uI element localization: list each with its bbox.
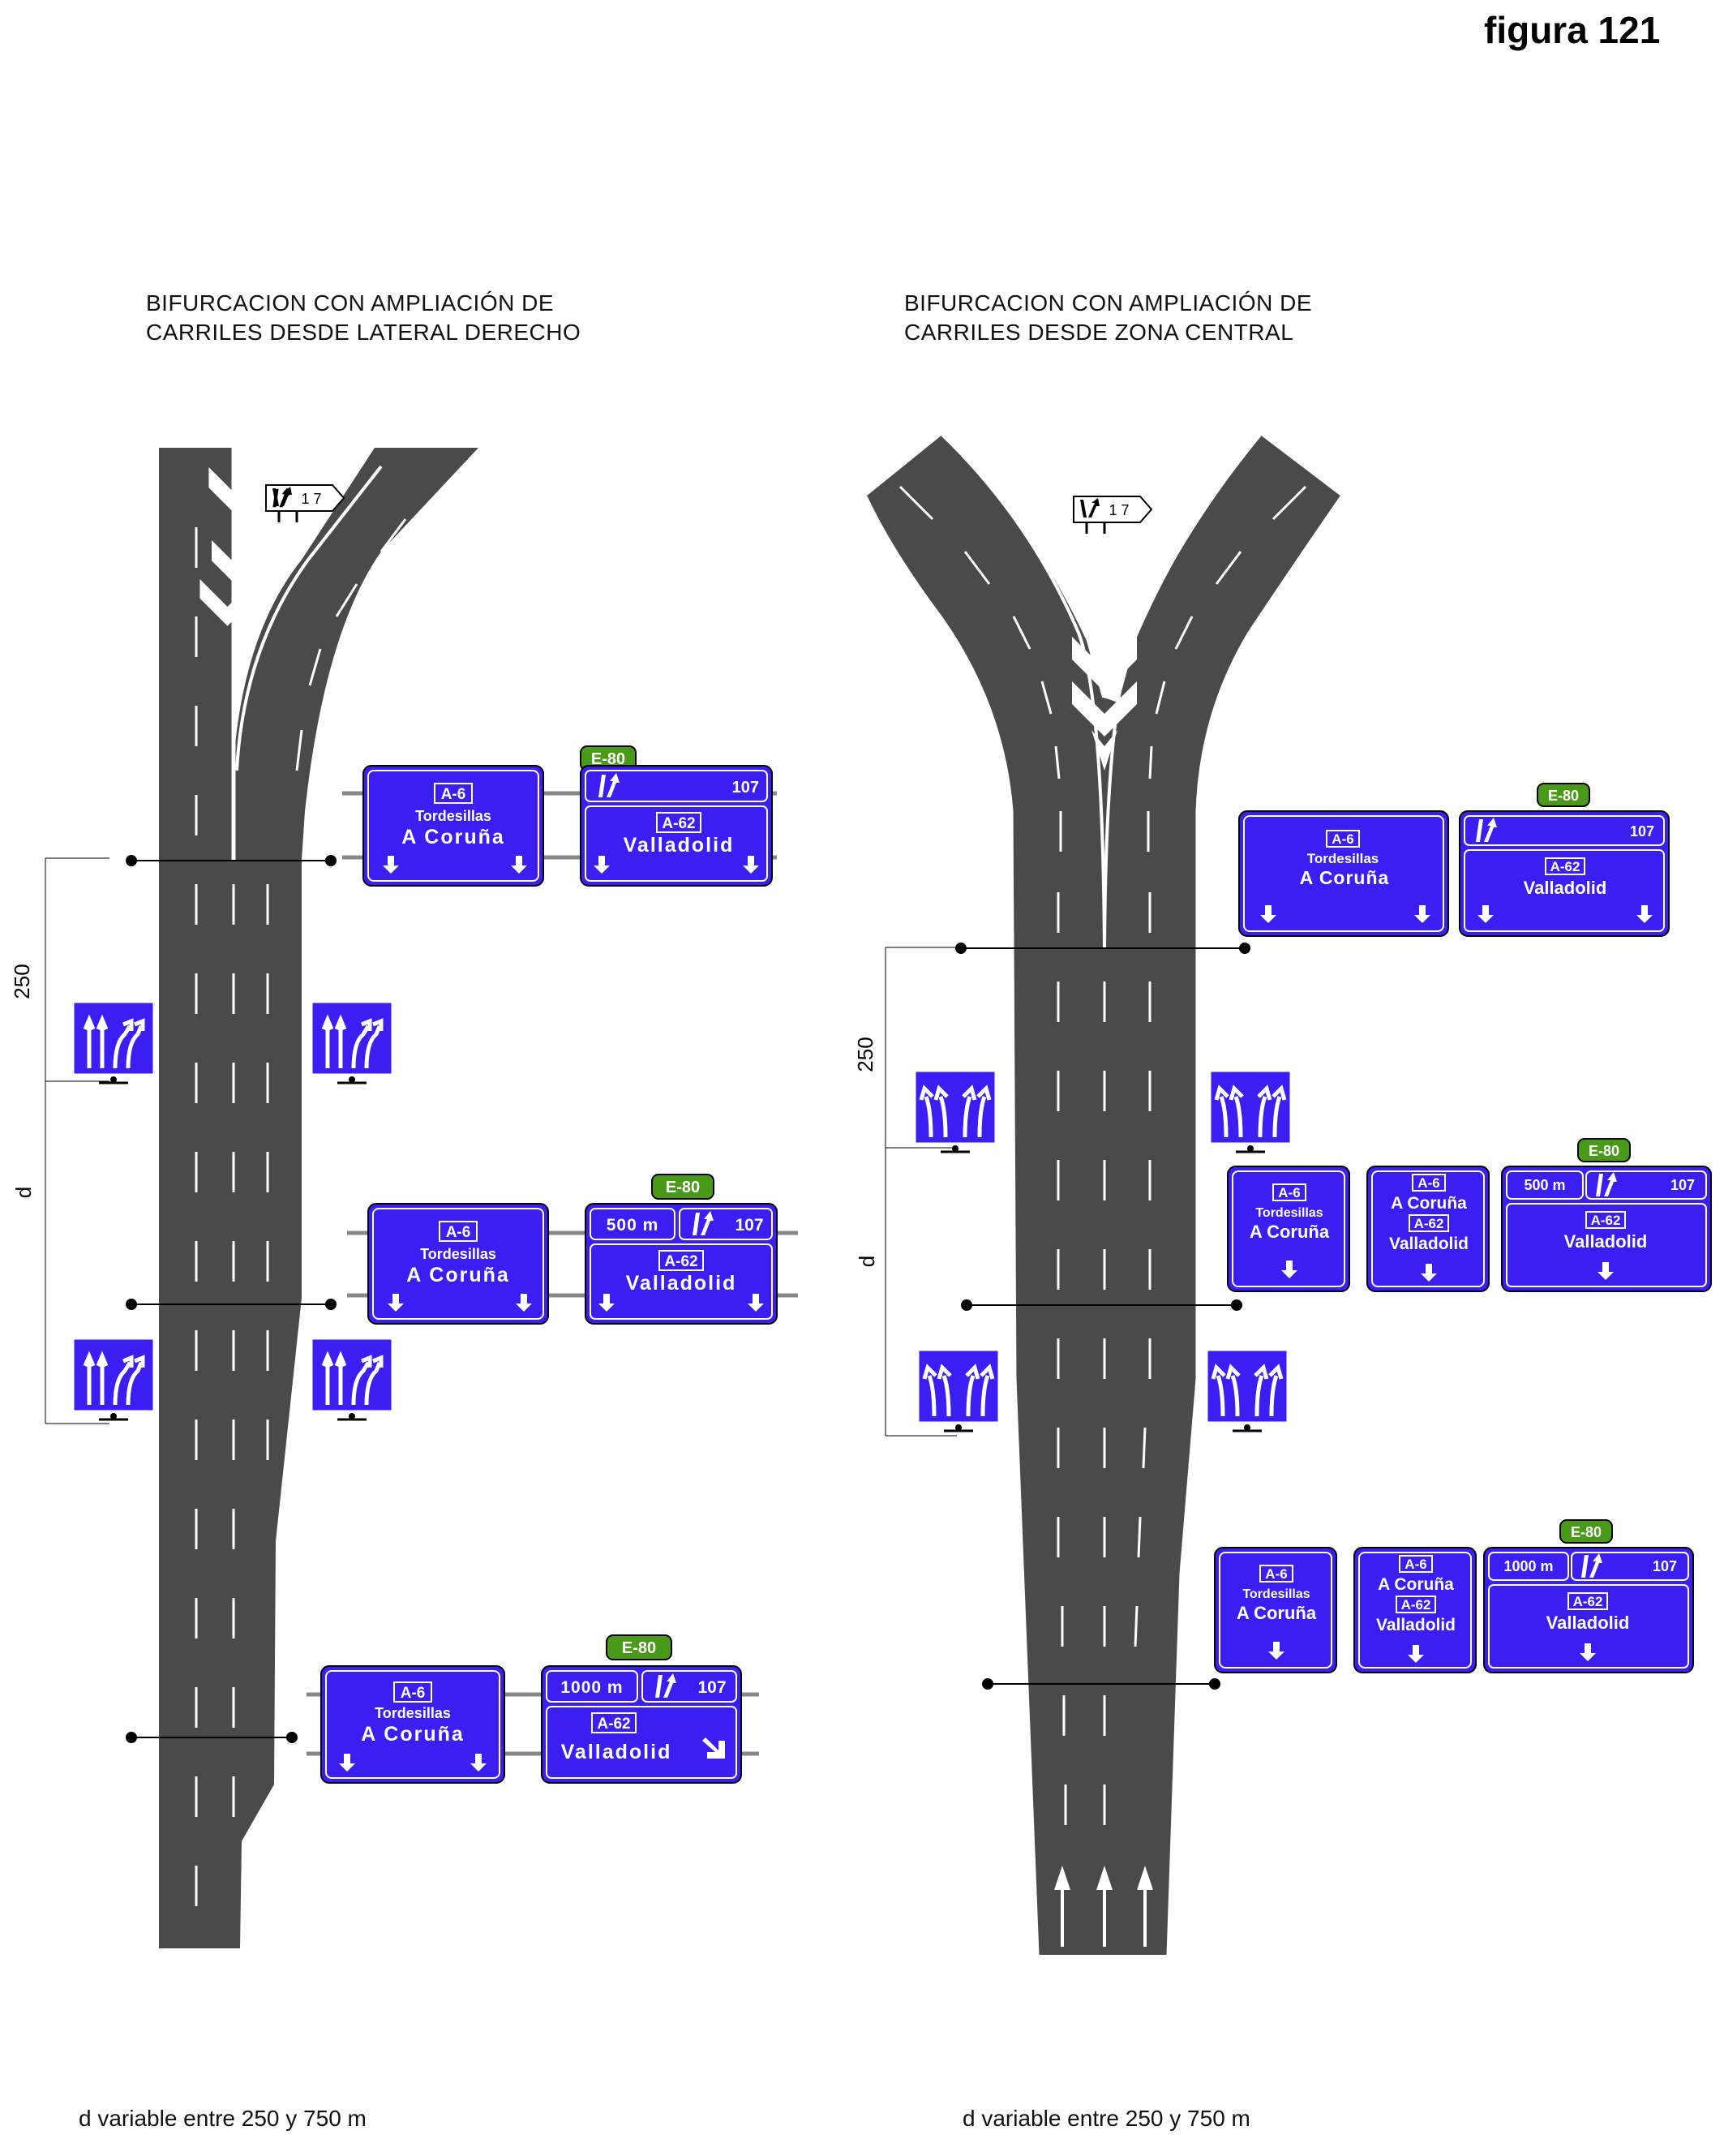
left-g1-a6-town: Tordesillas bbox=[415, 808, 491, 824]
right-g1-a6-route: A-6 bbox=[1332, 831, 1353, 847]
left-g3-a62-city: Valladolid bbox=[561, 1741, 672, 1763]
left-g3-a6-town: Tordesillas bbox=[375, 1705, 451, 1721]
right-g2-mid-a62: A-62 bbox=[1414, 1216, 1444, 1231]
left-g2-a62-route: A-62 bbox=[664, 1253, 697, 1270]
right-footnote: d variable entre 250 y 750 m bbox=[963, 2106, 1250, 2131]
right-g3-distance: 1000 m bbox=[1503, 1558, 1553, 1574]
left-g2-exit-num: 107 bbox=[735, 1216, 763, 1235]
left-g2-a62-city: Valladolid bbox=[626, 1272, 737, 1295]
left-dim-250: 250 bbox=[10, 964, 34, 999]
right-g3-a6-route: A-6 bbox=[1265, 1566, 1287, 1582]
right-g3-mid-a6: A-6 bbox=[1405, 1557, 1426, 1572]
right-g3-mid-a6-city: A Coruña bbox=[1378, 1575, 1454, 1594]
right-g2-a6-route: A-6 bbox=[1278, 1185, 1300, 1200]
right-g2-distance: 500 m bbox=[1524, 1177, 1565, 1193]
left-g2-distance: 500 m bbox=[607, 1216, 659, 1235]
right-gantry-3: A-6 Tordesillas A Coruña A-6 A Coruña A-… bbox=[1214, 1519, 1694, 1673]
right-g2-a62-city: Valladolid bbox=[1564, 1231, 1648, 1252]
right-g3-mid-a62: A-62 bbox=[1401, 1597, 1431, 1613]
right-g2-a6-city: A Coruña bbox=[1250, 1222, 1330, 1242]
right-g3-a62-route: A-62 bbox=[1573, 1594, 1603, 1609]
right-g1-a6-town: Tordesillas bbox=[1307, 851, 1379, 866]
right-gantry-1: A-6 Tordesillas A Coruña E-80 107 A-62 V… bbox=[1238, 783, 1670, 937]
left-road: 1 7 bbox=[159, 448, 478, 1948]
left-g3-exit-num: 107 bbox=[697, 1678, 726, 1697]
left-g2-a6-route: A-6 bbox=[446, 1224, 471, 1241]
left-g3-eroute: E-80 bbox=[622, 1639, 656, 1657]
left-title-line2: CARRILES DESDE LATERAL DERECHO bbox=[146, 320, 581, 345]
right-lane-panels bbox=[915, 1071, 1291, 1432]
left-g3-a62-route: A-62 bbox=[597, 1716, 630, 1733]
left-g1-a6-route: A-6 bbox=[441, 786, 466, 803]
right-dimension-lines bbox=[885, 947, 957, 1437]
left-gantry-3: A-6 Tordesillas A Coruña E-80 1000 m 107… bbox=[307, 1634, 759, 1784]
left-dimension-lines bbox=[45, 857, 109, 1424]
left-g2-eroute: E-80 bbox=[666, 1179, 700, 1196]
right-section-lines bbox=[955, 943, 1250, 1690]
left-g1-a62-city: Valladolid bbox=[624, 834, 735, 857]
right-dim-250: 250 bbox=[853, 1037, 877, 1072]
right-title: BIFURCACION CON AMPLIACIÓN DE CARRILES D… bbox=[904, 289, 1312, 347]
right-g3-eroute: E-80 bbox=[1571, 1524, 1602, 1540]
right-g2-mid-a62-city: Valladolid bbox=[1389, 1235, 1469, 1253]
left-g3-a6-route: A-6 bbox=[401, 1685, 426, 1702]
right-g2-mid-a6-city: A Coruña bbox=[1391, 1194, 1467, 1213]
left-exit-marker-text: 1 7 bbox=[301, 491, 321, 507]
right-g1-a62-route: A-62 bbox=[1550, 859, 1580, 874]
right-g2-a62-route: A-62 bbox=[1591, 1213, 1621, 1228]
left-section-lines bbox=[126, 855, 337, 1743]
left-g1-exit-num: 107 bbox=[732, 779, 759, 797]
left-exit-marker: 1 7 bbox=[265, 484, 345, 522]
left-lane-panels bbox=[73, 1002, 392, 1421]
right-road: 1 7 bbox=[864, 433, 1343, 1956]
right-g2-mid-a6: A-6 bbox=[1417, 1175, 1439, 1191]
right-g3-exit-num: 107 bbox=[1653, 1558, 1677, 1574]
right-g3-mid-a62-city: Valladolid bbox=[1376, 1616, 1456, 1634]
right-title-line2: CARRILES DESDE ZONA CENTRAL bbox=[904, 320, 1294, 345]
right-g3-a6-city: A Coruña bbox=[1237, 1603, 1317, 1623]
right-dim-d: d bbox=[855, 1256, 879, 1267]
left-g1-a6-city: A Coruña bbox=[401, 826, 505, 848]
right-g3-a62-city: Valladolid bbox=[1546, 1613, 1630, 1633]
left-g3-distance: 1000 m bbox=[560, 1678, 623, 1697]
left-title-line1: BIFURCACION CON AMPLIACIÓN DE bbox=[146, 290, 555, 316]
left-g2-a6-town: Tordesillas bbox=[420, 1246, 496, 1262]
left-g2-a6-city: A Coruña bbox=[406, 1264, 510, 1286]
left-footnote: d variable entre 250 y 750 m bbox=[79, 2106, 367, 2131]
diagonal-arrow-icon bbox=[702, 1737, 725, 1759]
right-g2-exit-num: 107 bbox=[1670, 1177, 1695, 1193]
right-g1-exit-num: 107 bbox=[1630, 823, 1654, 840]
left-gantry-2: A-6 Tordesillas A Coruña E-80 500 m 107 … bbox=[347, 1174, 798, 1325]
left-g3-a6-city: A Coruña bbox=[361, 1723, 465, 1746]
left-g1-a62-route: A-62 bbox=[662, 815, 695, 832]
right-exit-marker-text: 1 7 bbox=[1109, 502, 1129, 518]
right-g1-eroute: E-80 bbox=[1548, 788, 1579, 804]
right-g2-a6-town: Tordesillas bbox=[1255, 1206, 1323, 1220]
left-title: BIFURCACION CON AMPLIACIÓN DE CARRILES D… bbox=[146, 289, 581, 347]
left-dim-d: d bbox=[11, 1187, 36, 1198]
right-title-line1: BIFURCACION CON AMPLIACIÓN DE bbox=[904, 290, 1313, 316]
right-exit-marker: 1 7 bbox=[1073, 496, 1153, 534]
right-g2-eroute: E-80 bbox=[1589, 1143, 1619, 1159]
right-g1-a6-city: A Coruña bbox=[1300, 867, 1390, 888]
right-g3-a6-town: Tordesillas bbox=[1242, 1587, 1310, 1601]
right-gantry-2: A-6 Tordesillas A Coruña A-6 A Coruña A-… bbox=[1227, 1138, 1712, 1292]
right-g1-a62-city: Valladolid bbox=[1524, 878, 1607, 898]
left-gantry-1: A-6 Tordesillas A Coruña E-80 107 A-62 V… bbox=[342, 745, 777, 887]
left-g1-eroute: E-80 bbox=[591, 750, 625, 768]
figure-number: figura 121 bbox=[1484, 9, 1661, 51]
